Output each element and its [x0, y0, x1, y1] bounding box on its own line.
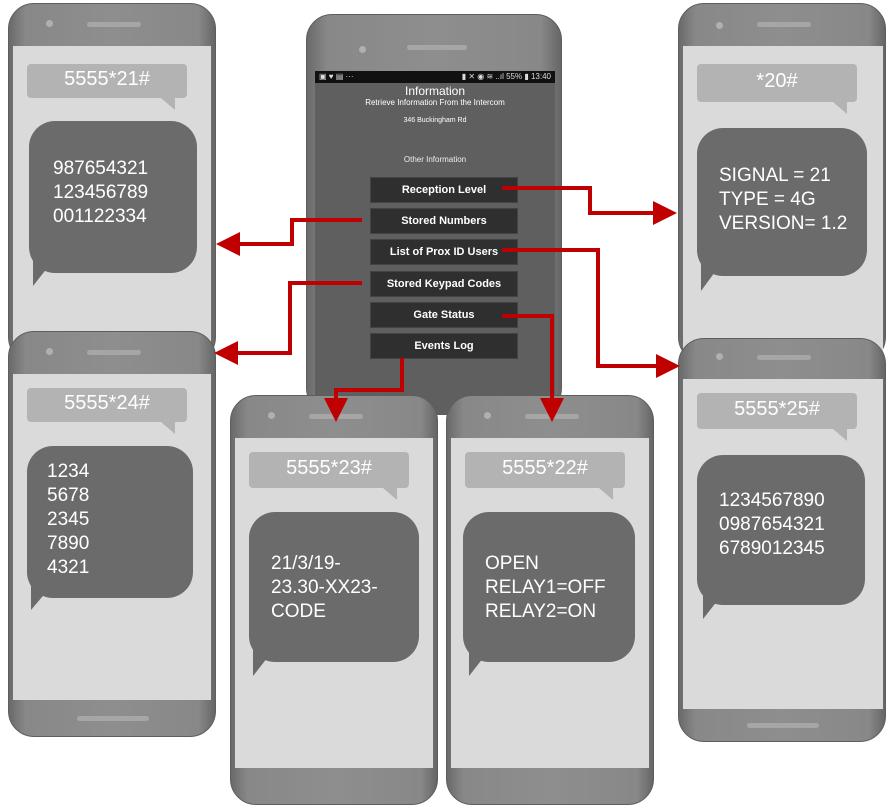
sms-code-bubble: 5555*22#: [465, 452, 625, 488]
speaker-grille: [87, 350, 141, 355]
camera-icon: [716, 353, 723, 360]
phone-screen: 5555*22# OPEN RELAY1=OFF RELAY2=ON: [451, 438, 649, 768]
phone-events-log: 5555*23# 21/3/19- 23.30-XX23- CODE: [230, 395, 438, 805]
phone-stored-numbers: 5555*21# 987654321 123456789 001122334: [8, 3, 216, 364]
bubble-tail: [469, 648, 491, 676]
sms-reply-bubble: 21/3/19- 23.30-XX23- CODE: [249, 512, 419, 662]
notification-icons: ▣ ♥ ▤ ···: [319, 72, 354, 81]
status-icons: ▮ ✕ ◉ ≋ ..ıl 55% ▮ 13:40: [461, 72, 551, 81]
sms-code-text: 5555*22#: [502, 457, 588, 479]
bubble-tail: [383, 488, 397, 500]
prox-id-users-button[interactable]: List of Prox ID Users: [370, 239, 518, 265]
main-phone: ▣ ♥ ▤ ··· ▮ ✕ ◉ ≋ ..ıl 55% ▮ 13:40 Infor…: [306, 14, 562, 415]
bubble-tail: [31, 584, 53, 610]
phone-screen: 5555*23# 21/3/19- 23.30-XX23- CODE: [235, 438, 433, 768]
camera-icon: [46, 20, 53, 27]
phone-reception-level: *20# SIGNAL = 21 TYPE = 4G VERSION= 1.2: [678, 3, 886, 364]
bubble-tail: [161, 422, 175, 434]
section-heading: Other Information: [403, 155, 467, 164]
stored-keypad-codes-button[interactable]: Stored Keypad Codes: [370, 271, 518, 297]
phone-screen: 5555*24# 1234 5678 2345 7890 4321: [13, 374, 211, 700]
events-log-button[interactable]: Events Log: [370, 333, 518, 359]
sms-reply-bubble: 1234567890 0987654321 6789012345: [697, 455, 865, 605]
home-bar: [77, 716, 149, 721]
sms-reply-text: SIGNAL = 21 TYPE = 4G VERSION= 1.2: [719, 165, 848, 234]
phone-prox-id-users: 5555*25# 1234567890 0987654321 678901234…: [678, 338, 886, 742]
phone-screen: *20# SIGNAL = 21 TYPE = 4G VERSION= 1.2: [683, 46, 883, 364]
sms-code-text: 5555*23#: [286, 457, 372, 479]
page-title: Information: [404, 84, 466, 98]
bubble-tail: [833, 102, 847, 114]
home-bar: [747, 723, 819, 728]
sms-reply-bubble: 987654321 123456789 001122334: [29, 121, 197, 273]
speaker-grille: [757, 22, 811, 27]
phone-keypad-codes: 5555*24# 1234 5678 2345 7890 4321: [8, 331, 216, 737]
speaker-grille: [525, 414, 579, 419]
status-bar: ▣ ♥ ▤ ··· ▮ ✕ ◉ ≋ ..ıl 55% ▮ 13:40: [315, 71, 555, 83]
bubble-tail: [33, 258, 55, 286]
sms-code-bubble: 5555*25#: [697, 393, 857, 429]
speaker-grille: [87, 22, 141, 27]
bubble-tail: [161, 98, 175, 110]
bubble-tail: [253, 648, 275, 676]
main-screen: ▣ ♥ ▤ ··· ▮ ✕ ◉ ≋ ..ıl 55% ▮ 13:40 Infor…: [315, 71, 555, 415]
speaker-grille: [407, 45, 467, 50]
camera-icon: [46, 348, 53, 355]
camera-icon: [359, 46, 366, 53]
sms-reply-text: 1234 5678 2345 7890 4321: [47, 461, 90, 578]
sms-code-text: 5555*24#: [64, 392, 150, 414]
sms-code-bubble: 5555*24#: [27, 388, 187, 422]
sms-reply-text: 987654321 123456789 001122334: [53, 158, 149, 227]
camera-icon: [484, 412, 491, 419]
bubble-tail: [599, 488, 613, 500]
sms-code-bubble: *20#: [697, 64, 857, 102]
sms-code-bubble: 5555*21#: [27, 64, 187, 98]
bubble-tail: [703, 591, 725, 619]
sms-reply-bubble: OPEN RELAY1=OFF RELAY2=ON: [463, 512, 635, 662]
bubble-tail: [833, 429, 847, 441]
sms-code-text: 5555*21#: [64, 68, 150, 90]
camera-icon: [716, 22, 723, 29]
sms-code-text: 5555*25#: [734, 398, 820, 420]
phone-screen: 5555*25# 1234567890 0987654321 678901234…: [683, 379, 883, 709]
camera-icon: [268, 412, 275, 419]
sms-reply-text: 1234567890 0987654321 6789012345: [719, 490, 825, 559]
gate-status-button[interactable]: Gate Status: [370, 302, 518, 328]
sms-reply-text: OPEN RELAY1=OFF RELAY2=ON: [485, 553, 606, 622]
phone-gate-status: 5555*22# OPEN RELAY1=OFF RELAY2=ON: [446, 395, 654, 805]
speaker-grille: [757, 355, 811, 360]
address-label: 346 Buckingham Rd: [403, 117, 467, 124]
sms-reply-text: 21/3/19- 23.30-XX23- CODE: [271, 553, 378, 622]
sms-reply-bubble: SIGNAL = 21 TYPE = 4G VERSION= 1.2: [697, 128, 867, 276]
sms-code-text: *20#: [756, 70, 798, 92]
bubble-tail: [701, 261, 723, 291]
page-subtitle: Retrieve Information From the Intercom: [365, 98, 505, 107]
sms-reply-bubble: 1234 5678 2345 7890 4321: [27, 446, 193, 598]
sms-code-bubble: 5555*23#: [249, 452, 409, 488]
reception-level-button[interactable]: Reception Level: [370, 177, 518, 203]
phone-screen: 5555*21# 987654321 123456789 001122334: [13, 46, 211, 364]
stored-numbers-button[interactable]: Stored Numbers: [370, 208, 518, 234]
speaker-grille: [309, 414, 363, 419]
